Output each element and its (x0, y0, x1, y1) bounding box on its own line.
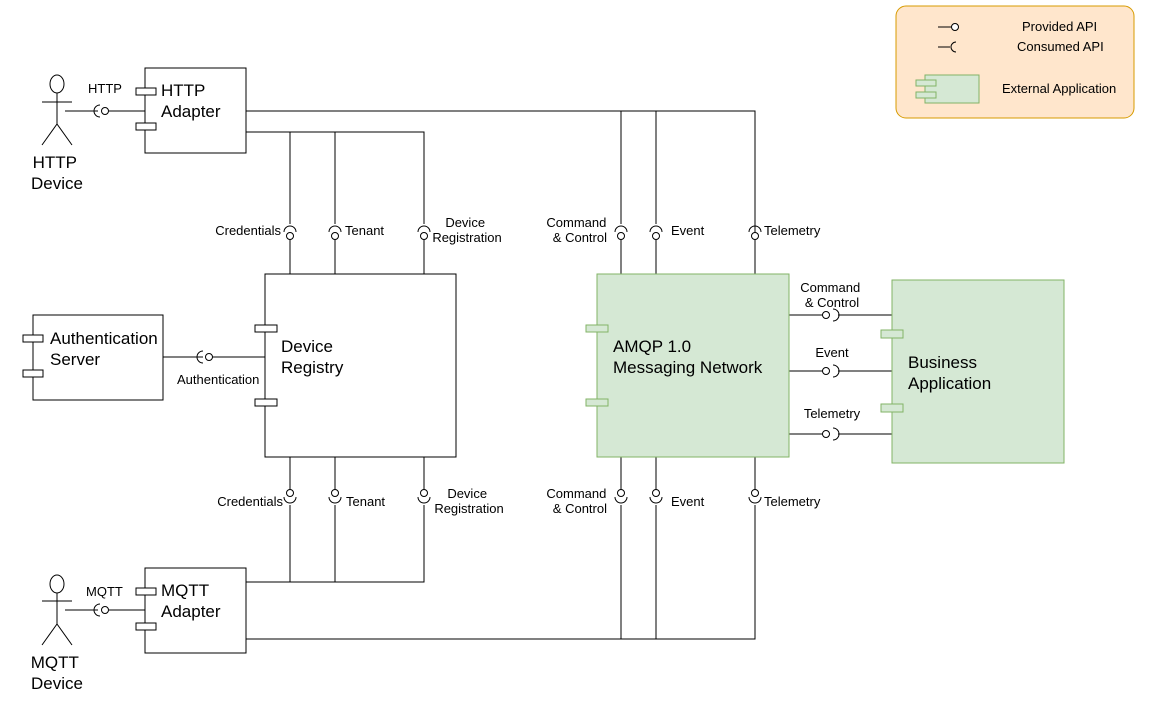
command-control-bottom-label-line2: & Control (553, 501, 607, 516)
tenant-top-label: Tenant (345, 223, 384, 238)
http-device-actor[interactable]: HTTP Device (31, 74, 83, 193)
business-app-label-line1: Business (908, 353, 977, 372)
authentication-interface-icon (196, 350, 213, 364)
business-app-label-line2: Application (908, 374, 991, 393)
device-registration-bottom-label-line1: Device (447, 486, 487, 501)
device-registration-bottom-label-line2: Registration (434, 501, 503, 516)
command-control-top-label-line1: Command (546, 215, 606, 230)
provided-api-symbol (938, 23, 959, 31)
device-registration-top-label-line1: Device (445, 215, 485, 230)
amqp-network-label: AMQP 1.0 Messaging Network (613, 337, 763, 377)
business-app-label: Business Application (908, 353, 991, 393)
http-device-label-line2: Device (31, 174, 83, 193)
auth-server-label-line1: Authentication (50, 329, 158, 348)
event-top-interface-icon (649, 225, 663, 240)
interface-labels: HTTP MQTT Authentication Credentials Ten… (86, 81, 864, 599)
command-control-top-label-line2: & Control (553, 230, 607, 245)
device-registration-bottom-interface-icon (417, 489, 431, 504)
telemetry-top-interface-icon (748, 225, 762, 240)
device-registry-label: Device Registry (281, 337, 344, 377)
mqtt-protocol-label: MQTT (86, 584, 123, 599)
mqtt-device-actor-icon (41, 574, 73, 646)
legend-consumed-label: Consumed API (1017, 39, 1104, 54)
command-control-bottom-label-line1: Command (546, 486, 606, 501)
amqp-network-label-line1: AMQP 1.0 (613, 337, 691, 356)
credentials-top-label: Credentials (215, 223, 281, 238)
telemetry-app-label: Telemetry (804, 406, 861, 421)
mqtt-device-label-line1: MQTT (31, 653, 79, 672)
http-interface-icon (93, 104, 109, 118)
http-adapter-label-line2: Adapter (161, 102, 221, 121)
mqtt-device-label-line2: Device (31, 674, 83, 693)
command-control-top-interface-icon (614, 225, 628, 240)
business-app-component[interactable]: Business Application (880, 279, 1065, 464)
event-top-label: Event (671, 223, 705, 238)
mqtt-adapter-label: MQTT Adapter (161, 581, 221, 621)
device-registration-bottom-label: Device Registration (434, 486, 503, 516)
device-registry-label-line1: Device (281, 337, 333, 356)
command-control-top-label: Command & Control (546, 215, 610, 245)
tenant-bottom-interface-icon (328, 489, 342, 504)
external-app-symbol (915, 74, 980, 104)
event-bottom-interface-icon (649, 489, 663, 504)
legend: Provided API Consumed API External Appli… (895, 5, 1135, 119)
tenant-top-interface-icon (328, 225, 342, 240)
mqtt-adapter-label-line2: Adapter (161, 602, 221, 621)
command-control-app-label-line2: & Control (805, 295, 859, 310)
http-adapter-component[interactable]: HTTP Adapter (135, 67, 247, 154)
credentials-bottom-interface-icon (283, 489, 297, 504)
http-device-actor-icon (41, 74, 73, 146)
telemetry-bottom-label: Telemetry (764, 494, 821, 509)
command-control-bottom-interface-icon (614, 489, 628, 504)
auth-server-component[interactable]: Authentication Server (22, 314, 164, 401)
telemetry-app-interface-icon (822, 427, 840, 441)
telemetry-top-label: Telemetry (764, 223, 821, 238)
event-app-interface-icon (822, 364, 840, 378)
auth-server-label: Authentication Server (50, 329, 162, 369)
connection-lines (65, 110, 892, 640)
credentials-top-interface-icon (283, 225, 297, 240)
http-adapter-label: HTTP Adapter (161, 81, 221, 121)
mqtt-interface-icon (93, 603, 109, 617)
auth-server-label-line2: Server (50, 350, 100, 369)
telemetry-bottom-interface-icon (748, 489, 762, 504)
event-app-label: Event (815, 345, 849, 360)
event-bottom-label: Event (671, 494, 705, 509)
device-registration-top-label: Device Registration (432, 215, 501, 245)
device-registration-top-interface-icon (417, 225, 431, 240)
mqtt-adapter-component[interactable]: MQTT Adapter (135, 567, 247, 654)
mqtt-device-actor[interactable]: MQTT Device (31, 574, 84, 693)
http-device-label-line1: HTTP (33, 153, 77, 172)
device-registration-top-label-line2: Registration (432, 230, 501, 245)
api-symbols (93, 104, 840, 617)
authentication-label: Authentication (177, 372, 259, 387)
http-device-label: HTTP Device (31, 153, 83, 193)
command-control-app-label-line1: Command (800, 280, 860, 295)
amqp-network-component[interactable]: AMQP 1.0 Messaging Network (585, 273, 790, 458)
http-adapter-label-line1: HTTP (161, 81, 205, 100)
device-registry-label-line2: Registry (281, 358, 344, 377)
legend-provided-label: Provided API (1022, 19, 1097, 34)
credentials-bottom-label: Credentials (217, 494, 283, 509)
mqtt-adapter-label-line1: MQTT (161, 581, 209, 600)
command-control-bottom-label: Command & Control (546, 486, 610, 516)
consumed-api-symbol (938, 41, 957, 53)
http-protocol-label: HTTP (88, 81, 122, 96)
amqp-network-label-line2: Messaging Network (613, 358, 763, 377)
device-registry-component[interactable]: Device Registry (254, 273, 457, 458)
tenant-bottom-label: Tenant (346, 494, 385, 509)
command-control-app-label: Command & Control (800, 280, 864, 310)
mqtt-device-label: MQTT Device (31, 653, 84, 693)
legend-external-label: External Application (1002, 81, 1116, 96)
command-control-app-interface-icon (822, 308, 840, 322)
